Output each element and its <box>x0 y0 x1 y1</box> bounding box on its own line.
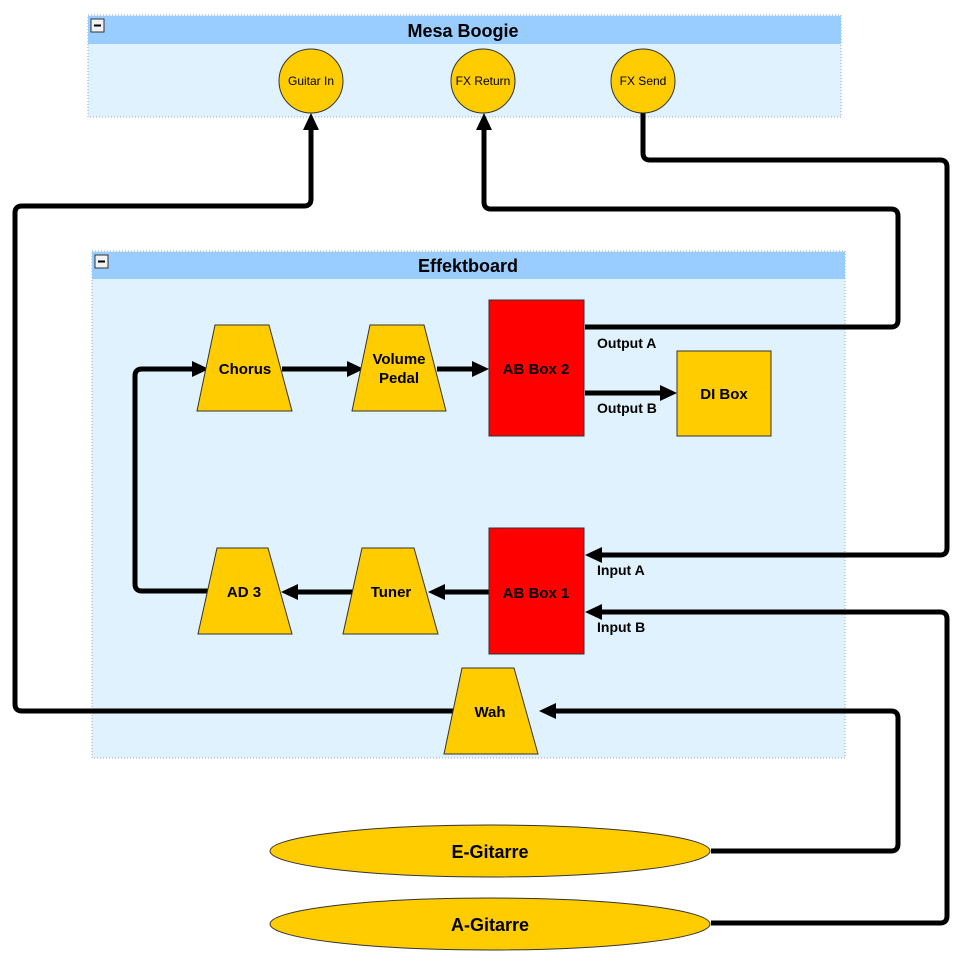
edge-label-output-b: Output B <box>597 400 657 416</box>
arrowhead-icon <box>660 385 677 401</box>
edge-wah-to-guitar-in[interactable] <box>12 130 455 714</box>
group-effektboard-header <box>92 252 845 279</box>
node-chorus-shape <box>196 324 293 412</box>
group-mesa-header <box>88 16 841 44</box>
arrowhead-icon <box>347 361 364 377</box>
node-ab-box-2-shape <box>488 299 585 437</box>
node-chorus-label: Chorus <box>219 361 272 378</box>
group-effektboard-title: Effektboard <box>418 256 518 276</box>
node-volume-pedal-label-1: Volume <box>372 351 425 368</box>
arrowhead-icon <box>476 113 492 130</box>
node-chorus[interactable]: Chorus <box>196 324 293 412</box>
arrowhead-icon <box>539 703 556 719</box>
node-wah-shape <box>443 667 539 755</box>
arrowhead-icon <box>281 584 298 600</box>
node-ab-box-2[interactable]: AB Box 2 <box>488 299 585 437</box>
node-di-box[interactable]: DI Box <box>676 350 772 437</box>
node-tuner-shape <box>342 547 439 635</box>
node-a-gitarre[interactable]: A-Gitarre <box>269 897 711 951</box>
node-volume-pedal-label-2: Pedal <box>379 370 419 387</box>
node-ad3-shape <box>197 547 293 635</box>
edge-ad3-to-chorus[interactable] <box>132 366 208 594</box>
group-mesa-title: Mesa Boogie <box>407 21 518 41</box>
effektboard-collapse-button[interactable] <box>94 254 109 269</box>
node-a-gitarre-shape <box>269 897 711 951</box>
edge-label-input-a: Input A <box>597 562 645 578</box>
edge-fx-send-to-input-a[interactable] <box>602 113 950 558</box>
node-di-box-label: DI Box <box>700 386 748 403</box>
edges <box>12 113 950 926</box>
port-fx-return-shape <box>450 48 516 114</box>
node-e-gitarre-label: E-Gitarre <box>451 842 528 862</box>
node-tuner-label: Tuner <box>371 584 412 601</box>
arrowhead-icon <box>428 584 445 600</box>
port-fx-return[interactable]: FX Return <box>450 48 516 114</box>
node-volume-pedal[interactable]: Volume Pedal <box>351 324 447 412</box>
edge-a-gitarre-to-input-b[interactable] <box>602 609 950 926</box>
port-fx-send-label: FX Send <box>620 74 667 88</box>
node-ab-box-1-shape <box>488 527 585 655</box>
node-ad3[interactable]: AD 3 <box>197 547 293 635</box>
node-tuner[interactable]: Tuner <box>342 547 439 635</box>
port-guitar-in[interactable]: Guitar In <box>278 48 344 114</box>
edge-label-output-a: Output A <box>597 335 656 351</box>
port-guitar-in-label: Guitar In <box>288 74 334 88</box>
node-volume-pedal-shape <box>351 324 447 412</box>
port-guitar-in-shape <box>278 48 344 114</box>
node-wah[interactable]: Wah <box>443 667 539 755</box>
port-fx-return-label: FX Return <box>456 74 511 88</box>
arrowhead-icon <box>472 361 489 377</box>
node-di-box-shape <box>676 350 772 437</box>
node-e-gitarre[interactable]: E-Gitarre <box>269 824 711 878</box>
arrowhead-icon <box>585 604 602 620</box>
mesa-collapse-button[interactable] <box>90 18 105 33</box>
node-ab-box-1[interactable]: AB Box 1 <box>488 527 585 655</box>
arrowhead-icon <box>192 361 209 377</box>
port-fx-send[interactable]: FX Send <box>610 48 676 114</box>
edge-output-a-to-fx-return[interactable] <box>481 130 901 330</box>
node-wah-label: Wah <box>474 704 505 721</box>
node-a-gitarre-label: A-Gitarre <box>451 915 529 935</box>
port-fx-send-shape <box>610 48 676 114</box>
arrowhead-icon <box>303 113 319 130</box>
edge-e-gitarre-to-wah[interactable] <box>556 708 901 854</box>
edge-label-input-b: Input B <box>597 619 645 635</box>
arrowhead-icon <box>585 547 602 563</box>
node-ab-box-1-label: AB Box 1 <box>503 585 570 602</box>
node-e-gitarre-shape <box>269 824 711 878</box>
node-ab-box-2-label: AB Box 2 <box>503 361 570 378</box>
node-ad3-label: AD 3 <box>227 584 261 601</box>
